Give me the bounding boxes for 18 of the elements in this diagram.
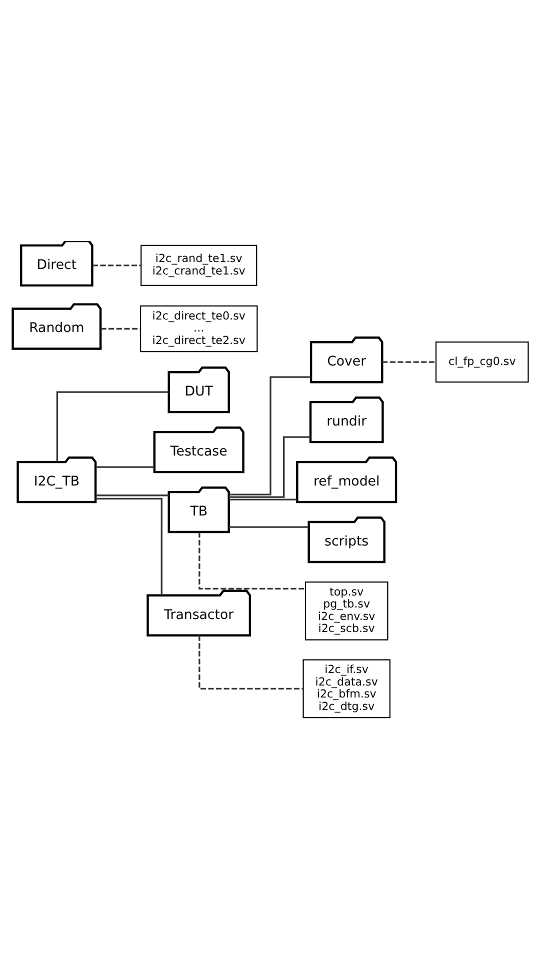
connector	[100, 328, 140, 330]
connector	[56, 391, 169, 462]
connector	[96, 494, 169, 496]
connector	[96, 498, 162, 596]
connector	[229, 526, 308, 528]
connector	[229, 376, 311, 496]
node-box: top.sv pg_tb.sv i2c_env.sv i2c_scb.sv	[304, 581, 388, 640]
node-box: i2c_rand_te1.sv i2c_crand_te1.sv	[140, 244, 258, 286]
node-box: cl_fp_cg0.sv	[435, 342, 529, 383]
connector	[92, 264, 141, 266]
connector	[229, 436, 310, 498]
connector	[198, 532, 306, 590]
connector	[229, 498, 297, 500]
connector	[96, 466, 154, 468]
node-box: i2c_if.sv i2c_data.sv i2c_bfm.sv i2c_dtg.sv	[302, 659, 390, 718]
node-box: i2c_direct_te0.sv ... i2c_direct_te2.sv	[140, 305, 258, 352]
connector	[382, 361, 436, 363]
connector	[198, 635, 304, 690]
